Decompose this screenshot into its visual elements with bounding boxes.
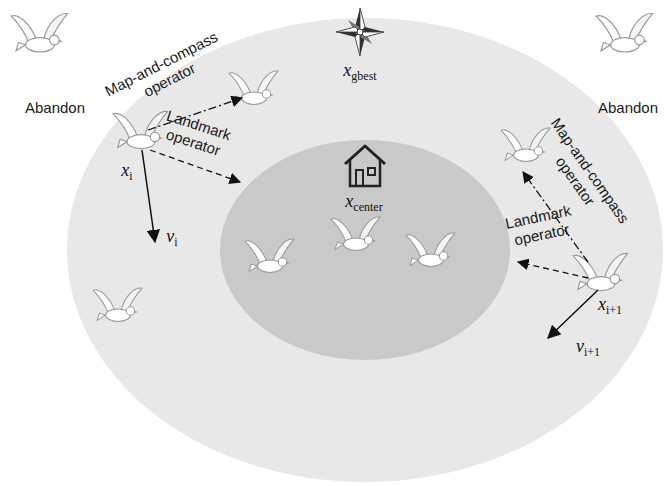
operator-label: Map-and-compass operator: [101, 28, 229, 117]
pigeon: [93, 288, 142, 321]
center-symbol: xcenter: [345, 191, 382, 211]
pigeon-xi1: [573, 253, 628, 290]
velocity-arrow: [142, 150, 155, 242]
position-symbol: xi+1: [598, 294, 622, 314]
pigeon-xi: [113, 111, 168, 148]
abandon-label: Abandon: [25, 99, 85, 117]
compass-icon: [336, 8, 384, 56]
house-icon: [345, 146, 385, 186]
operator-label: Landmark operator: [152, 105, 239, 164]
abandoned-pigeon: [596, 13, 652, 52]
pigeon: [331, 217, 380, 250]
pigeon: [245, 239, 294, 272]
landmark-arrow: [518, 262, 588, 278]
outer-region: [67, 18, 663, 482]
pigeon: [406, 233, 455, 266]
operator-label: Landmark operator: [497, 200, 583, 252]
abandon-label: Abandon: [598, 99, 658, 117]
pigeon: [229, 71, 278, 104]
abandoned-pigeon: [11, 13, 67, 52]
landmark-arrow: [150, 150, 240, 182]
velocity-arrow: [548, 290, 598, 338]
position-symbol: xi: [121, 160, 132, 180]
velocity-symbol: vi+1: [576, 336, 600, 356]
inner-region: [220, 140, 510, 360]
pigeon: [501, 128, 550, 161]
velocity-symbol: vi: [166, 226, 177, 246]
gbest-symbol: xgbest: [343, 60, 376, 80]
